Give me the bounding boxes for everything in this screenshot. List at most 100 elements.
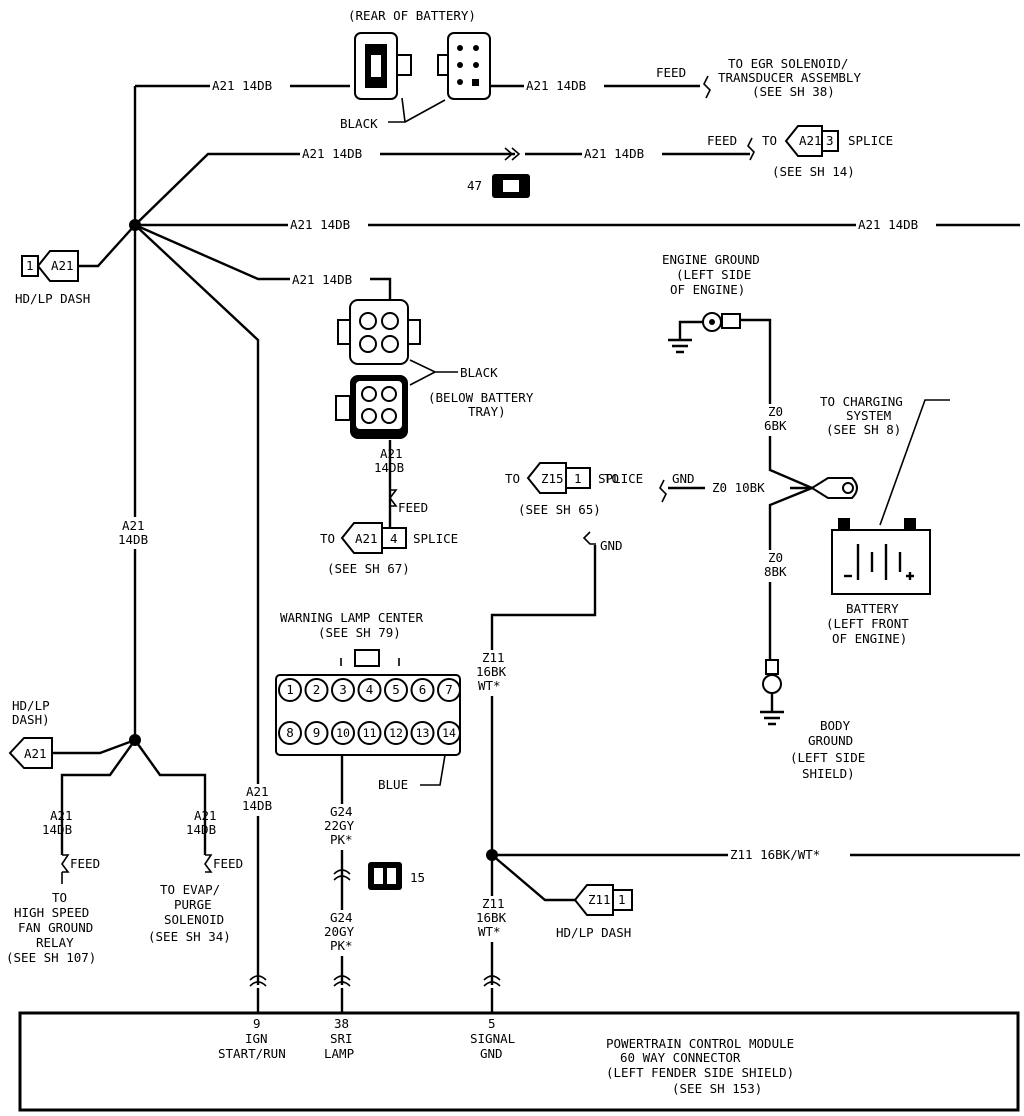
label-1: 1 (26, 258, 34, 273)
label-hdlp-dash: HD/LP DASH (15, 291, 90, 306)
label-bg (116, 517, 154, 549)
pcm-inline-connectors (249, 975, 501, 987)
break-symbol (659, 479, 667, 503)
lamp-pin-label-11: 11 (363, 726, 377, 740)
wire-z0-6bk (740, 318, 813, 490)
label-pk-upper: PK* (330, 832, 353, 847)
label-egr-2: TRANSDUCER ASSEMBLY (718, 70, 861, 85)
pin-dot (473, 62, 479, 68)
engine-ground-section: ENGINE GROUND (LEFT SIDE OF ENGINE) Z0 6… (505, 252, 931, 781)
label-rear-of-battery: (REAR OF BATTERY) (348, 8, 476, 23)
label-gnd-top: GND (672, 471, 695, 486)
label-a21-trunk: A21 (122, 518, 145, 533)
body-ground-eyelet-icon (762, 674, 782, 694)
label-pcm-3: (LEFT FENDER SIDE SHIELD) (606, 1065, 794, 1080)
splice-box-3 (821, 130, 839, 152)
label-14db-evap: 14DB (186, 822, 216, 837)
lamp-pin-label-14: 14 (442, 726, 456, 740)
lamp-latch (354, 649, 380, 667)
label-bg (762, 404, 792, 436)
label-z0-lower: Z0 (768, 550, 783, 565)
label-charging-2: SYSTEM (846, 408, 891, 423)
lamp-pin-13 (410, 721, 435, 745)
wire-z0-8bk (768, 486, 813, 660)
label-hdlp-2: DASH) (12, 712, 50, 727)
lamp-pin-10 (331, 721, 355, 745)
inline-connector-symbol (249, 975, 267, 987)
label-pin-38-sri: SRI (330, 1031, 353, 1046)
connector-rear-battery: (REAR OF BATTERY) BLACK (340, 8, 491, 131)
label-bg (710, 480, 782, 496)
label-pcm-4: (SEE SH 153) (672, 1081, 762, 1096)
pin-dot (457, 79, 463, 85)
label-splice: SPLICE (848, 133, 893, 148)
label-bg (322, 910, 362, 956)
label-battery-3: OF ENGINE) (832, 631, 907, 646)
splices (129, 219, 498, 861)
label-bg (240, 784, 278, 816)
label-body-ground-2: GROUND (808, 733, 853, 748)
label-z11-right: Z11 16BK/WT* (730, 847, 820, 862)
lamp-pin-14 (437, 721, 461, 745)
pin-dot (473, 45, 479, 51)
label-connector-47: 47 (467, 178, 482, 193)
lamp-pin-11 (357, 721, 382, 745)
break-symbol (747, 137, 755, 161)
lamp-pin-label-2: 2 (313, 682, 321, 697)
lamp-pin-label-7: 7 (445, 682, 453, 697)
wire-a21-fan (60, 739, 136, 855)
label-1: 1 (618, 892, 626, 907)
label-pcm-2: 60 WAY CONNECTOR (620, 1050, 741, 1065)
lamp-pin-6 (410, 678, 435, 702)
label-pin-5-signal: SIGNAL (470, 1031, 515, 1046)
lamp-pin-label-8: 8 (286, 725, 294, 740)
label-egr-3: (SEE SH 38) (752, 84, 835, 99)
label-z11-dash: Z11 (588, 892, 611, 907)
label-a21: A21 (799, 133, 822, 148)
connector-male-outline (447, 32, 491, 100)
powertrain-control-module: 9 IGN START/RUN 38 SRI LAMP 5 SIGNAL GND… (18, 988, 1020, 1112)
pin (381, 408, 397, 424)
label-4: 4 (390, 531, 398, 546)
label-bg (474, 650, 512, 696)
pcm-box (18, 1011, 1020, 1112)
lamp-pin-2 (304, 678, 329, 702)
connector-upper-outline (349, 299, 409, 365)
label-g24-upper: G24 (330, 804, 353, 819)
label-egr-1: TO EGR SOLENOID/ (728, 56, 848, 71)
label-bg (582, 146, 662, 162)
label-14db-pcm: 14DB (242, 798, 272, 813)
lower-left-section: HD/LP DASH) A21 A21 14DB FEED TO HIGH SP… (6, 698, 278, 965)
lamp-pin-1 (278, 678, 302, 702)
g24-section: G24 22GY PK* 15 G24 20GY PK* (322, 804, 425, 956)
label-bg (728, 847, 850, 863)
wire-a21-second-left (134, 152, 515, 226)
label-a21-second-left: A21 14DB (302, 146, 362, 161)
label-bg (322, 804, 362, 850)
label-a21-fourth: A21 14DB (292, 272, 352, 287)
label-pin-9: 9 (253, 1016, 261, 1031)
label-battery-2: (LEFT FRONT (826, 616, 909, 631)
label-14db-fan: 14DB (42, 822, 72, 837)
label-feed-fan: FEED (70, 856, 100, 871)
body-ground-crimp (765, 659, 779, 675)
inline-connector-symbol (504, 147, 521, 161)
battery-cells (856, 544, 902, 580)
leader-black-2 (404, 99, 446, 123)
label-black-top: BLACK (340, 116, 378, 131)
eyelet-crimp (721, 313, 741, 329)
label-g24-lower: G24 (330, 910, 353, 925)
label-below-battery-2: TRAY) (468, 404, 506, 419)
eyelet-center (709, 319, 715, 325)
label-blue: BLUE (378, 777, 408, 792)
label-body-ground-4: SHIELD) (802, 766, 855, 781)
label-a21-top-left: A21 14DB (212, 78, 272, 93)
wire-z11-hdlp (491, 854, 575, 902)
lamp-pin-label-12: 12 (389, 726, 403, 740)
label-battery-1: BATTERY (846, 601, 899, 616)
label-body-ground-3: (LEFT SIDE (790, 750, 865, 765)
label-14db-trunk: 14DB (118, 532, 148, 547)
connector-female-slot (371, 55, 381, 77)
